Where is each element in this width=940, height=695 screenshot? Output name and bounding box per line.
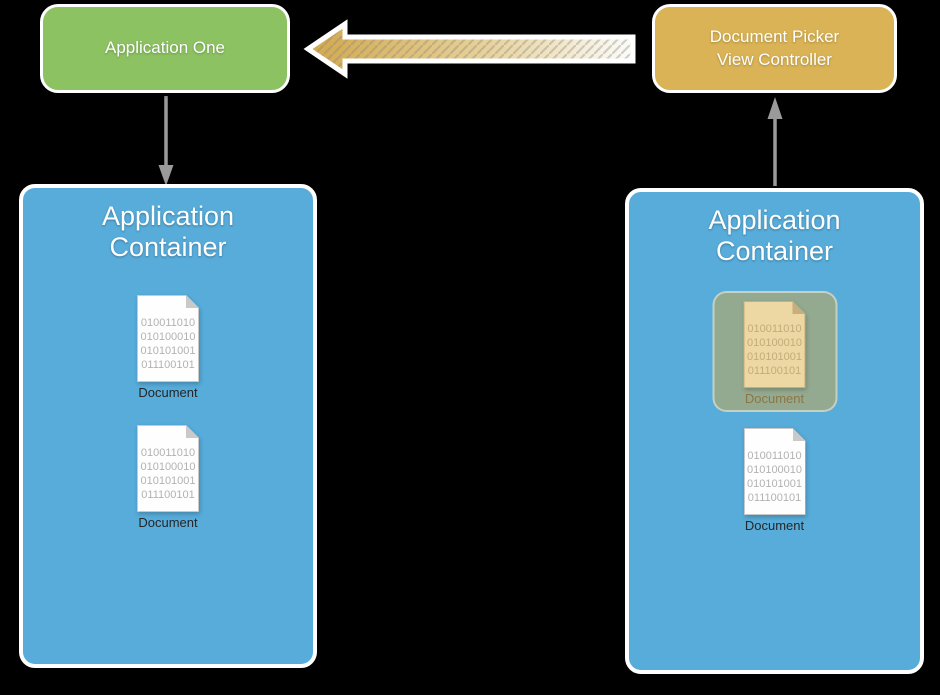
document-icon: 010011010 010100010 010101001 011100101	[137, 425, 199, 512]
selected-document-highlight: 010011010 010100010 010101001 011100101 …	[712, 291, 837, 412]
document-label: Document	[138, 385, 198, 400]
application-container-left: Application Container 010011010 01010001…	[19, 184, 317, 668]
document-icon-wrap: 010011010 010100010 010101001 011100101	[137, 295, 199, 382]
document-item-selected: 010011010 010100010 010101001 011100101 …	[744, 301, 806, 406]
document-label: Document	[744, 518, 805, 533]
document-icon-selected: 010011010 010100010 010101001 011100101	[744, 301, 806, 388]
binary-text: 010011010 010100010 010101001 011100101	[746, 323, 803, 377]
node-document-picker-label: Document Picker View Controller	[709, 26, 840, 69]
document-item: 010011010 010100010 010101001 011100101 …	[137, 425, 199, 530]
document-icon-wrap: 010011010 010100010 010101001 011100101	[137, 425, 199, 512]
document-item: 010011010 010100010 010101001 011100101 …	[744, 428, 806, 533]
arrow-appone-to-container	[158, 96, 174, 186]
document-item: 010011010 010100010 010101001 011100101 …	[137, 295, 199, 400]
application-container-right: Application Container 010011010 01010001…	[625, 188, 924, 674]
binary-text: 010011010 010100010 010101001 011100101	[140, 447, 196, 501]
transfer-arrow	[303, 19, 636, 79]
document-icon-wrap: 010011010 010100010 010101001 011100101	[744, 428, 806, 515]
node-document-picker-view-controller: Document Picker View Controller	[652, 4, 897, 93]
document-label: Document	[744, 391, 805, 406]
document-icon-wrap: 010011010 010100010 010101001 011100101	[744, 301, 806, 388]
binary-text: 010011010 010100010 010101001 011100101	[746, 450, 803, 504]
container-left-title: Application Container	[101, 201, 235, 262]
arrow-container-to-picker	[767, 97, 783, 186]
document-label: Document	[138, 515, 198, 530]
document-icon: 010011010 010100010 010101001 011100101	[137, 295, 199, 382]
binary-text: 010011010 010100010 010101001 011100101	[140, 317, 196, 371]
node-application-one: Application One	[40, 4, 290, 93]
node-application-one-label: Application One	[104, 38, 226, 58]
container-right-title: Application Container	[708, 205, 841, 266]
document-icon: 010011010 010100010 010101001 011100101	[744, 428, 806, 515]
